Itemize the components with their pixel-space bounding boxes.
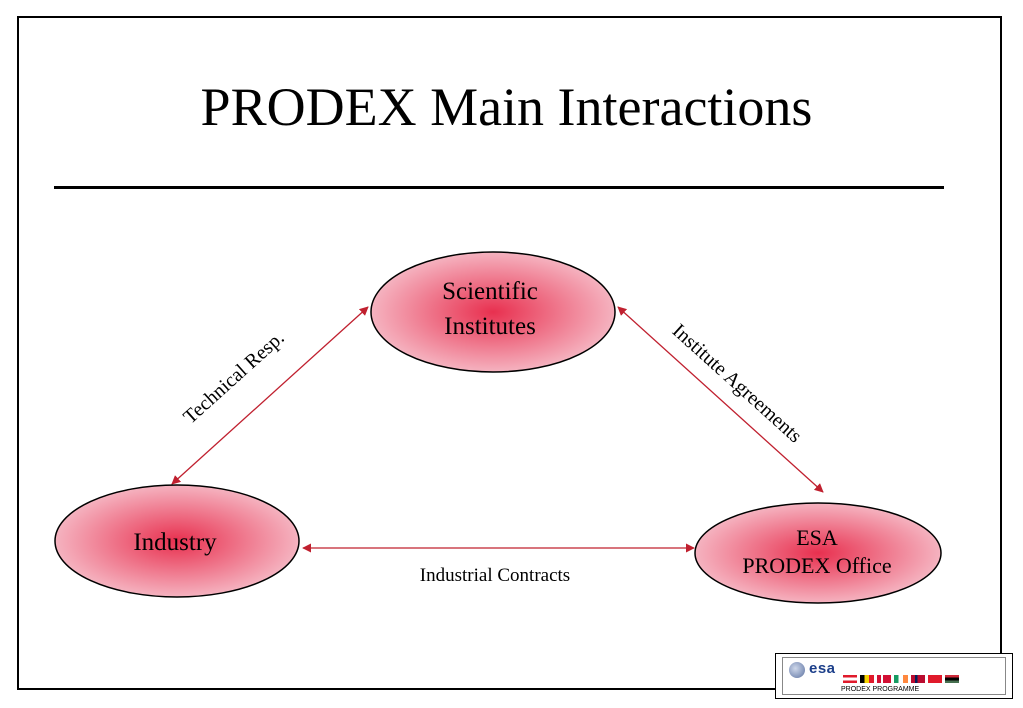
technical-resp-arrow xyxy=(171,306,369,485)
flag-norway-icon xyxy=(911,675,925,683)
node-scientific-line2: Institutes xyxy=(444,313,536,340)
slide-title: PRODEX Main Interactions xyxy=(200,77,813,137)
esa-wordmark: esa xyxy=(809,660,836,677)
node-industry: Industry xyxy=(54,484,300,598)
node-esa-line2: PRODEX Office xyxy=(742,553,891,578)
member-flags xyxy=(843,675,959,683)
flag-hungary-icon xyxy=(945,675,959,683)
flag-denmark-icon xyxy=(877,675,891,683)
label-industrial-contracts: Industrial Contracts xyxy=(420,565,570,586)
label-institute-agreements: Institute Agreements xyxy=(668,320,806,448)
flag-austria-icon xyxy=(843,675,857,683)
node-industry-label: Industry xyxy=(133,529,217,556)
node-scientific-institutes: Scientific Institutes xyxy=(370,251,616,373)
title-divider xyxy=(54,186,944,189)
esa-prodex-logo: esa PRODEX PROGRAMME xyxy=(775,653,1013,699)
flag-ireland-icon xyxy=(894,675,908,683)
logo-caption: PRODEX PROGRAMME xyxy=(841,686,920,693)
flag-switzerland-icon xyxy=(928,675,942,683)
node-esa-line1: ESA xyxy=(796,525,838,550)
label-technical-resp: Technical Resp. xyxy=(179,327,288,429)
node-scientific-line1: Scientific xyxy=(442,278,538,305)
institute-agreements-arrow xyxy=(617,306,824,493)
node-esa-prodex-office: ESA PRODEX Office xyxy=(694,502,942,604)
logo-inner-frame: esa PRODEX PROGRAMME xyxy=(782,657,1006,695)
flag-belgium-icon xyxy=(860,675,874,683)
esa-globe-icon xyxy=(789,662,805,678)
